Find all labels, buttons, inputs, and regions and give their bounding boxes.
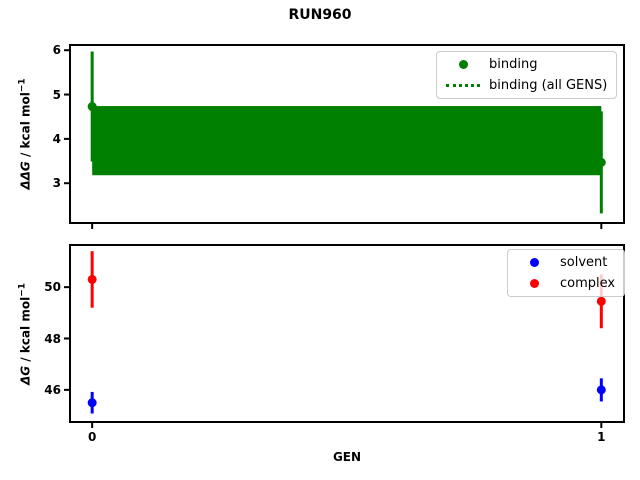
- data-point-solvent: [596, 385, 606, 395]
- bottom-y-axis-label: ΔG / kcal mol−1: [18, 283, 33, 385]
- legend-item-binding-all-gens: binding (all GENS): [446, 78, 607, 94]
- data-point-binding: [87, 102, 97, 112]
- y-label-unit: / kcal mol: [18, 296, 33, 366]
- bottom-legend: solvent complex: [507, 249, 626, 298]
- y-tick-label: 50: [44, 280, 61, 295]
- legend-label: binding: [489, 57, 538, 72]
- legend-item-binding: binding: [446, 57, 607, 73]
- binding-marker-icon: [458, 60, 468, 70]
- top-axes: [64, 44, 625, 229]
- y-tick-label: 6: [52, 43, 61, 58]
- legend-label: complex: [560, 275, 616, 291]
- data-point-solvent: [87, 398, 97, 408]
- axes-frame: [69, 244, 625, 423]
- y-label-symbol: ΔG: [18, 365, 33, 386]
- x-tick-label: 1: [597, 430, 606, 444]
- legend-handle: [446, 83, 480, 87]
- y-label-symbol: ΔΔG: [18, 161, 33, 190]
- y-tick-label: 46: [44, 382, 61, 397]
- x-tick-label: 0: [87, 430, 97, 444]
- y-tick-label: 3: [52, 176, 61, 191]
- legend-item-complex: complex: [517, 276, 615, 292]
- complex-marker-icon: [529, 278, 539, 288]
- data-point-complex: [87, 274, 97, 284]
- y-tick-label: 5: [52, 87, 61, 102]
- solvent-marker-icon: [529, 258, 539, 268]
- y-label-exponent: −1: [17, 78, 28, 93]
- axes-frame: [69, 44, 625, 224]
- legend-label: solvent: [560, 255, 608, 270]
- y-tick-label: 4: [52, 131, 61, 146]
- x-axis-label: GEN: [332, 450, 362, 464]
- legend-handle: [446, 60, 480, 70]
- legend-handle: [517, 278, 551, 288]
- y-label-exponent: −1: [17, 282, 28, 297]
- legend-label: binding (all GENS): [489, 77, 608, 93]
- legend-item-solvent: solvent: [517, 255, 615, 271]
- data-point-binding: [596, 157, 606, 167]
- legend-handle: [517, 258, 551, 268]
- figure-title: RUN960: [288, 7, 352, 23]
- top-y-axis-label: ΔΔG / kcal mol−1: [18, 78, 33, 189]
- top-legend: binding binding (all GENS): [436, 51, 618, 100]
- data-point-complex: [596, 296, 606, 306]
- dotted-line-icon: [446, 83, 480, 87]
- y-tick-label: 48: [44, 331, 61, 346]
- y-label-unit: / kcal mol: [18, 92, 33, 162]
